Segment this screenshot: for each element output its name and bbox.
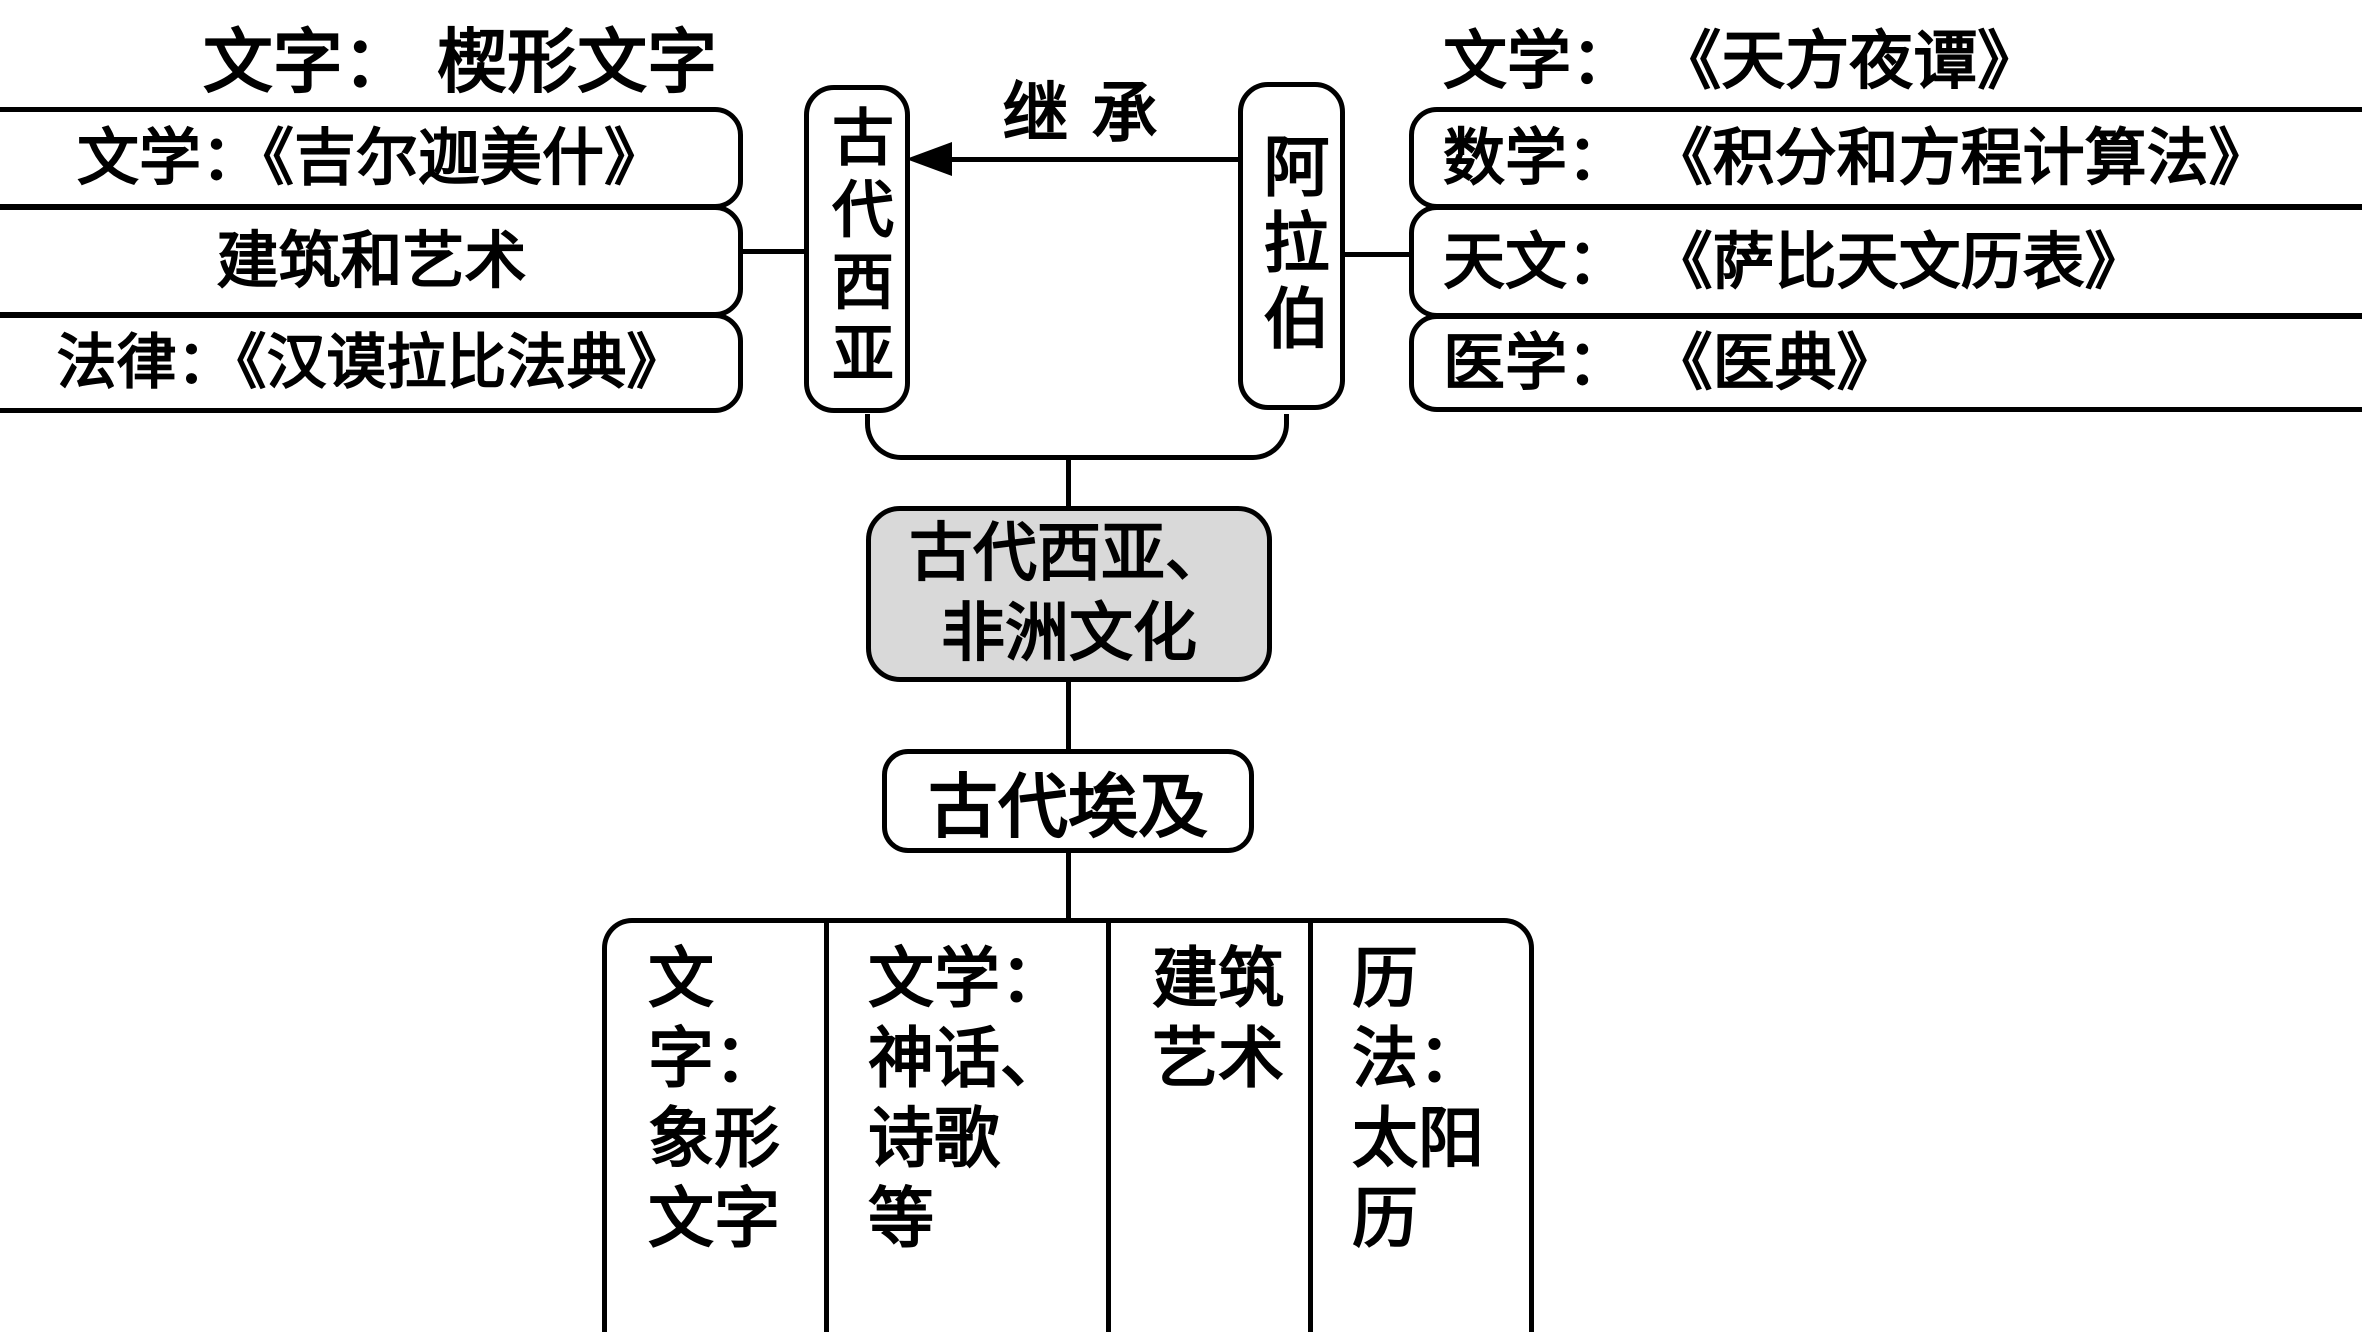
left-row-label-architecture: 建筑和艺术 <box>216 224 527 297</box>
root-label-line1: 古代西亚、 <box>909 516 1229 591</box>
brace-bracket <box>865 414 1289 460</box>
table-cell-line: 文字： <box>648 939 780 1097</box>
table-cell-line: 历法： <box>1352 939 1484 1097</box>
table-cell-line: 历 <box>1352 1179 1418 1257</box>
root-egypt-connector <box>1066 678 1071 752</box>
right-row-label-math: 数学： 《积分和方程计算法》 <box>1443 121 2271 194</box>
table-cell-line: 艺术 <box>1152 1019 1284 1097</box>
left-header-text: 文字： 楔形文字 <box>202 20 718 103</box>
arab-label: 阿拉伯 <box>1252 132 1331 360</box>
table-divider-1 <box>824 921 829 1332</box>
table-divider-3 <box>1308 921 1313 1332</box>
bracket-stem <box>1066 456 1071 510</box>
table-cell-line: 诗歌 <box>868 1099 1000 1177</box>
west-asia-box: 古代西亚 <box>804 85 910 413</box>
left-row-label-literature: 文学：《吉尔迦美什》 <box>76 121 666 194</box>
right-row-label-medicine: 医学： 《医典》 <box>1443 326 1899 399</box>
egypt-table <box>602 918 1534 1332</box>
root-box: 古代西亚、 非洲文化 <box>866 506 1272 682</box>
table-cell-line: 神话、 <box>868 1019 1066 1097</box>
table-cell-line: 建筑 <box>1152 939 1284 1017</box>
connector-right-group <box>1345 252 1409 257</box>
right-header-text: 文学： 《天方夜谭》 <box>1443 24 2042 99</box>
table-cell-line: 太阳 <box>1352 1099 1484 1177</box>
table-cell-line: 等 <box>868 1179 934 1257</box>
table-cell-line: 象形 <box>648 1099 780 1177</box>
right-row-label-astronomy: 天文： 《萨比天文历表》 <box>1443 225 2147 298</box>
table-cell-line: 文字 <box>648 1179 780 1257</box>
root-label-line2: 非洲文化 <box>941 596 1197 671</box>
table-column-script: 文字： 象形 文字 <box>648 938 823 1258</box>
inherit-arrow-head <box>906 142 952 176</box>
table-divider-2 <box>1106 921 1111 1332</box>
table-cell-line: 文学： <box>868 939 1066 1017</box>
inherit-label: 继 承 <box>1002 74 1158 152</box>
arab-box: 阿拉伯 <box>1238 82 1345 410</box>
right-row-box-medicine <box>1409 314 2362 412</box>
table-column-architecture: 建筑 艺术 <box>1152 938 1307 1098</box>
left-row-box-law <box>0 313 743 413</box>
egypt-label: 古代埃及 <box>928 764 1208 848</box>
left-row-label-law: 法律：《汉谟拉比法典》 <box>56 328 687 398</box>
inherit-arrow-line <box>948 157 1238 162</box>
egypt-box: 古代埃及 <box>882 749 1254 853</box>
left-row-box-architecture <box>0 205 743 317</box>
connector-left-group <box>743 249 804 254</box>
west-asia-label: 古代西亚 <box>821 105 894 393</box>
egypt-table-connector <box>1066 849 1071 922</box>
table-column-literature: 文学： 神话、 诗歌 等 <box>868 938 1103 1258</box>
table-column-calendar: 历法： 太阳 历 <box>1352 938 1532 1258</box>
